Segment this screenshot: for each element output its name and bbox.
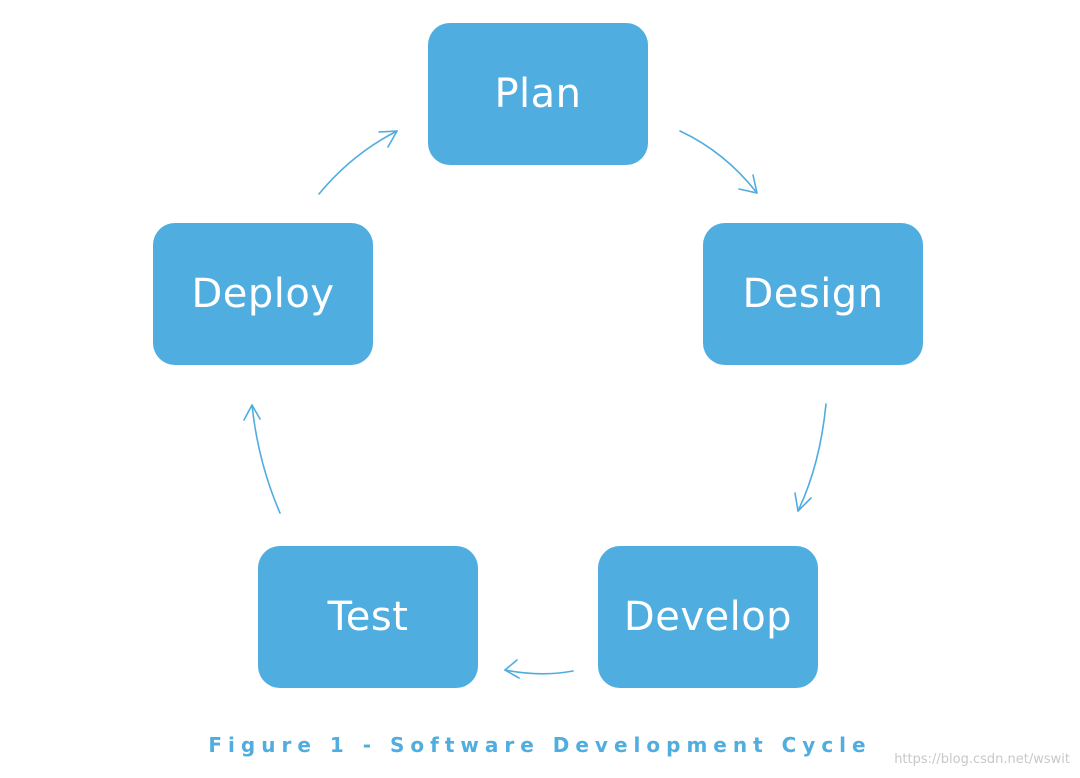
node-develop: Develop xyxy=(598,546,818,688)
node-test-label: Test xyxy=(327,594,409,640)
node-plan-label: Plan xyxy=(494,71,582,117)
arrow-design-to-develop xyxy=(797,403,827,512)
arrowhead-deploy-to-plan xyxy=(378,130,398,148)
arrowhead-plan-to-design xyxy=(738,174,758,194)
figure-caption: Figure 1 - Software Development Cycle xyxy=(208,733,872,757)
arrow-deploy-to-plan xyxy=(318,130,398,195)
node-deploy-label: Deploy xyxy=(191,271,335,317)
node-design-label: Design xyxy=(742,271,884,317)
arrow-develop-to-test xyxy=(504,669,574,675)
arrow-plan-to-design xyxy=(679,130,758,194)
node-develop-label: Develop xyxy=(623,594,793,640)
node-deploy: Deploy xyxy=(153,223,373,365)
watermark-url: https://blog.csdn.net/wswit xyxy=(894,752,1070,767)
node-plan: Plan xyxy=(428,23,648,165)
node-test: Test xyxy=(258,546,478,688)
node-design: Design xyxy=(703,223,923,365)
arrowhead-develop-to-test xyxy=(504,659,520,679)
arrowhead-design-to-develop xyxy=(794,492,812,512)
arrowhead-test-to-deploy xyxy=(243,404,261,421)
arrow-test-to-deploy xyxy=(251,404,281,514)
